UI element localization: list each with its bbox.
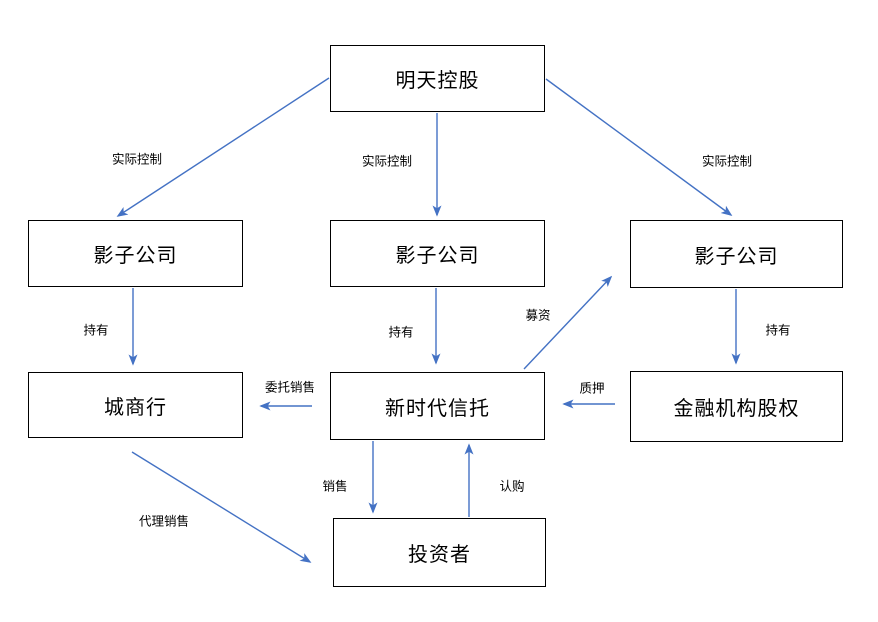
edge-label-actual-control-middle: 实际控制	[359, 150, 415, 170]
edge-label-sales: 销售	[320, 475, 350, 495]
node-investors: 投资者	[333, 518, 546, 587]
edge-actual-control-right	[545, 78, 733, 216]
edge-label-actual-control-left: 实际控制	[109, 148, 165, 168]
edge-fundraising	[523, 275, 613, 370]
edge-label-fundraising: 募资	[523, 304, 553, 324]
node-shadow-company-middle: 影子公司	[330, 220, 545, 287]
edge-actual-control-left	[116, 77, 330, 217]
node-financial-equity: 金融机构股权	[630, 371, 843, 442]
edge-label-hold-right: 持有	[763, 319, 793, 339]
node-mingtian-holdings: 明天控股	[330, 45, 545, 112]
edge-agency-sales	[131, 451, 312, 563]
edge-label-hold-left: 持有	[81, 319, 111, 339]
node-shadow-company-right: 影子公司	[630, 220, 843, 288]
edge-label-actual-control-right: 实际控制	[699, 150, 755, 170]
node-city-commercial-bank: 城商行	[28, 372, 243, 438]
node-shadow-company-left: 影子公司	[28, 220, 243, 287]
node-new-era-trust: 新时代信托	[330, 372, 545, 440]
edge-label-hold-middle: 持有	[386, 321, 416, 341]
edge-label-agency-sales: 代理销售	[136, 510, 192, 530]
edge-label-subscription: 认购	[497, 475, 527, 495]
edge-label-pledge: 质押	[577, 377, 607, 397]
edge-label-entrusted-sales: 委托销售	[262, 376, 318, 396]
